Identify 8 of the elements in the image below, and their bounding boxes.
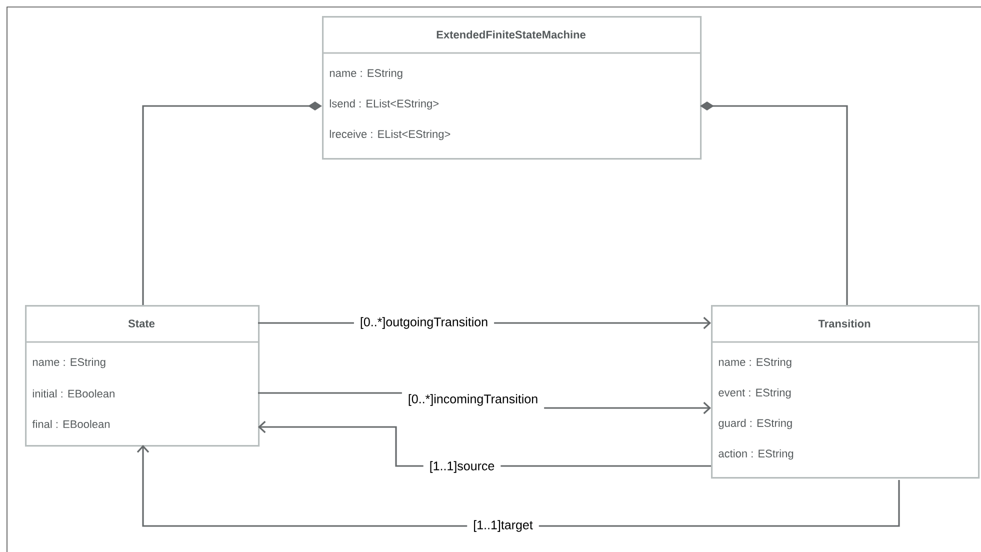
class-box: State name : EString initial : EBoolean final : EBoolean [25,305,260,447]
class-box: ExtendedFiniteStateMachine name : EString lsend : EList<EString> lreceive : EList<EString> [322,16,702,160]
edge-label: [1..1]target [467,515,539,537]
edge-label: [0..*]outgoingTransition [354,312,494,334]
edge-label: [1..1]source [423,456,501,478]
edge-label: [0..*]incomingTransition [402,389,544,411]
arrow [136,445,900,527]
class-box: Transition name : EString event : EString guard : EString action : EString [711,305,980,479]
